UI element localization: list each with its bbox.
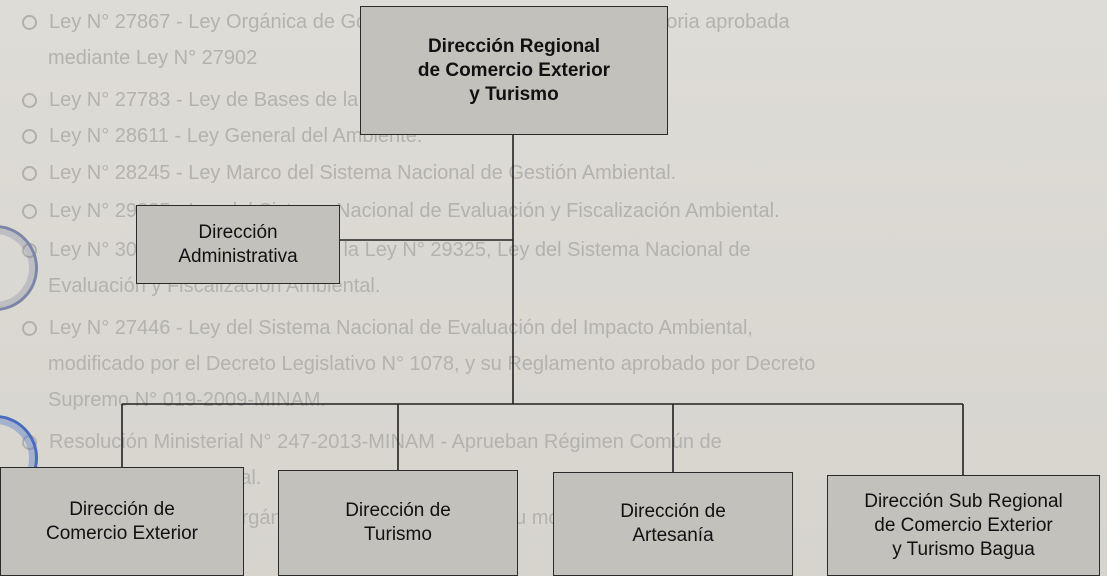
node-label: Dirección Regional de Comercio Exterior … xyxy=(417,35,611,105)
node-label: Dirección de Artesanía xyxy=(620,501,726,546)
node-direccion-artesania: Dirección de Artesanía xyxy=(553,472,793,576)
node-label: Dirección de Comercio Exterior xyxy=(45,498,199,544)
node-direccion-comercio-exterior: Dirección de Comercio Exterior xyxy=(0,467,244,576)
node-label: Dirección de Turismo xyxy=(345,500,451,545)
node-direccion-regional: Dirección Regional de Comercio Exterior … xyxy=(360,6,668,135)
node-direccion-administrativa: Dirección Administrativa xyxy=(136,205,340,284)
node-label: Dirección Sub Regional de Comercio Exter… xyxy=(864,490,1063,560)
node-direccion-sub-regional-bagua: Dirección Sub Regional de Comercio Exter… xyxy=(827,475,1100,576)
node-direccion-turismo: Dirección de Turismo xyxy=(278,470,518,576)
node-label: Dirección Administrativa xyxy=(178,221,298,267)
